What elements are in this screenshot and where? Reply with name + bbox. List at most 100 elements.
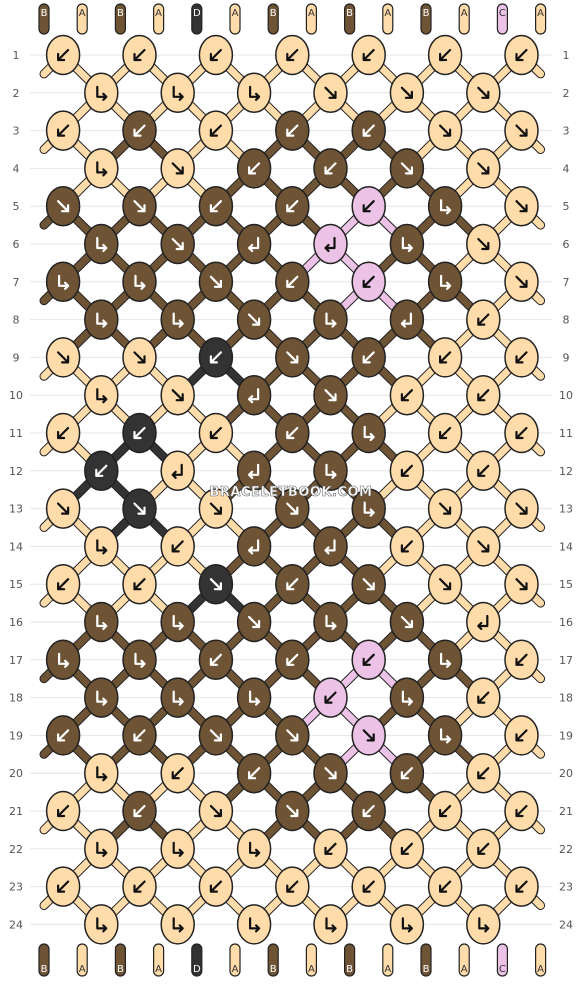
knot xyxy=(351,185,386,227)
knot xyxy=(122,639,157,681)
top-strand-label: A xyxy=(461,8,468,19)
knot xyxy=(198,563,234,605)
turn-down-right-icon xyxy=(57,274,70,290)
knot-body xyxy=(466,904,501,945)
knot xyxy=(160,752,195,794)
knot xyxy=(198,715,234,756)
knot-body xyxy=(389,299,425,340)
arrow-down-right-icon xyxy=(362,578,375,591)
top-strand-label: B xyxy=(117,8,124,19)
arrow-down-right-icon xyxy=(209,578,222,591)
bottom-strand-label: A xyxy=(155,964,162,975)
top-strand xyxy=(114,3,127,35)
top-strand xyxy=(191,3,203,35)
turn-down-right-icon xyxy=(172,312,184,328)
bottom-strand-label: B xyxy=(270,964,277,975)
arrow-down-left-icon xyxy=(209,880,222,893)
turn-down-left-icon xyxy=(248,236,260,253)
knot xyxy=(236,526,272,567)
arrow-down-left-icon xyxy=(477,767,490,780)
turn-down-right-icon xyxy=(172,841,184,857)
arrow-down-right-icon xyxy=(171,389,184,402)
knot xyxy=(45,412,81,454)
arrow-down-right-icon xyxy=(362,729,375,742)
top-strand-label: A xyxy=(155,8,162,19)
row-number-right: 16 xyxy=(559,616,573,629)
row-number-left: 23 xyxy=(9,881,23,894)
knot xyxy=(351,866,386,907)
turn-down-left-icon xyxy=(324,236,336,253)
knot-body xyxy=(160,450,195,492)
row-number-right: 10 xyxy=(559,389,573,402)
arrow-down-left-icon xyxy=(400,389,413,402)
knot xyxy=(351,412,386,454)
turn-down-right-icon xyxy=(440,274,452,290)
top-strand xyxy=(458,3,470,35)
top-strand-label: B xyxy=(346,8,353,19)
row-number-left: 18 xyxy=(9,692,23,705)
bottom-strand xyxy=(305,943,317,977)
knot-body xyxy=(427,185,463,227)
top-strand-label: A xyxy=(79,8,86,19)
knot xyxy=(351,715,386,756)
arrow-down-left-icon xyxy=(477,842,490,855)
knot xyxy=(84,148,119,189)
knot-body xyxy=(313,904,348,945)
top-strand xyxy=(344,3,356,35)
turn-down-right-icon xyxy=(401,236,413,253)
knot xyxy=(466,828,501,870)
arrow-down-right-icon xyxy=(400,615,413,629)
bottom-strand-label: A xyxy=(79,964,86,975)
turn-down-right-icon xyxy=(57,652,70,668)
bottom-strand-label: A xyxy=(384,964,391,975)
knot-body xyxy=(351,488,386,529)
knot xyxy=(236,601,272,643)
bottom-strand-label: C xyxy=(499,964,506,975)
knot xyxy=(45,185,81,227)
arrow-down-right-icon xyxy=(56,200,70,213)
knot xyxy=(160,904,195,945)
knot-body xyxy=(84,223,119,265)
knot xyxy=(236,904,272,945)
knot xyxy=(275,185,310,227)
arrow-down-left-icon xyxy=(248,162,261,175)
knot xyxy=(313,223,348,265)
top-strand xyxy=(496,3,508,35)
knot xyxy=(275,866,310,907)
knot xyxy=(389,601,425,643)
turn-down-right-icon xyxy=(96,161,108,177)
turn-down-left-icon xyxy=(171,463,183,479)
knot xyxy=(275,261,310,303)
knot xyxy=(351,488,386,529)
turn-down-right-icon xyxy=(172,690,184,706)
arrow-down-left-icon xyxy=(286,653,299,666)
row-number-right: 17 xyxy=(559,654,573,667)
knot-body xyxy=(45,639,81,681)
knot-body xyxy=(389,223,425,265)
top-strand xyxy=(229,3,241,35)
knot xyxy=(160,677,195,718)
knot xyxy=(427,337,463,378)
top-strand xyxy=(38,3,50,35)
knot-body xyxy=(45,261,81,303)
turn-down-right-icon xyxy=(96,85,108,101)
knot xyxy=(389,148,425,189)
arrow-down-left-icon xyxy=(324,691,337,704)
bottom-strand-label: B xyxy=(117,964,124,975)
knot-body xyxy=(389,677,425,718)
arrow-down-left-icon xyxy=(400,540,413,553)
knot xyxy=(351,110,386,151)
arrow-down-left-icon xyxy=(56,880,70,893)
knot xyxy=(389,828,425,870)
arrow-down-left-icon xyxy=(133,804,146,818)
arrow-down-left-icon xyxy=(133,426,146,440)
arrow-down-left-icon xyxy=(515,804,528,818)
knot xyxy=(122,110,157,151)
turn-down-right-icon xyxy=(172,614,184,631)
turn-down-right-icon xyxy=(363,501,375,517)
knot xyxy=(160,601,195,643)
turn-down-left-icon xyxy=(248,388,260,404)
knot xyxy=(504,412,539,454)
